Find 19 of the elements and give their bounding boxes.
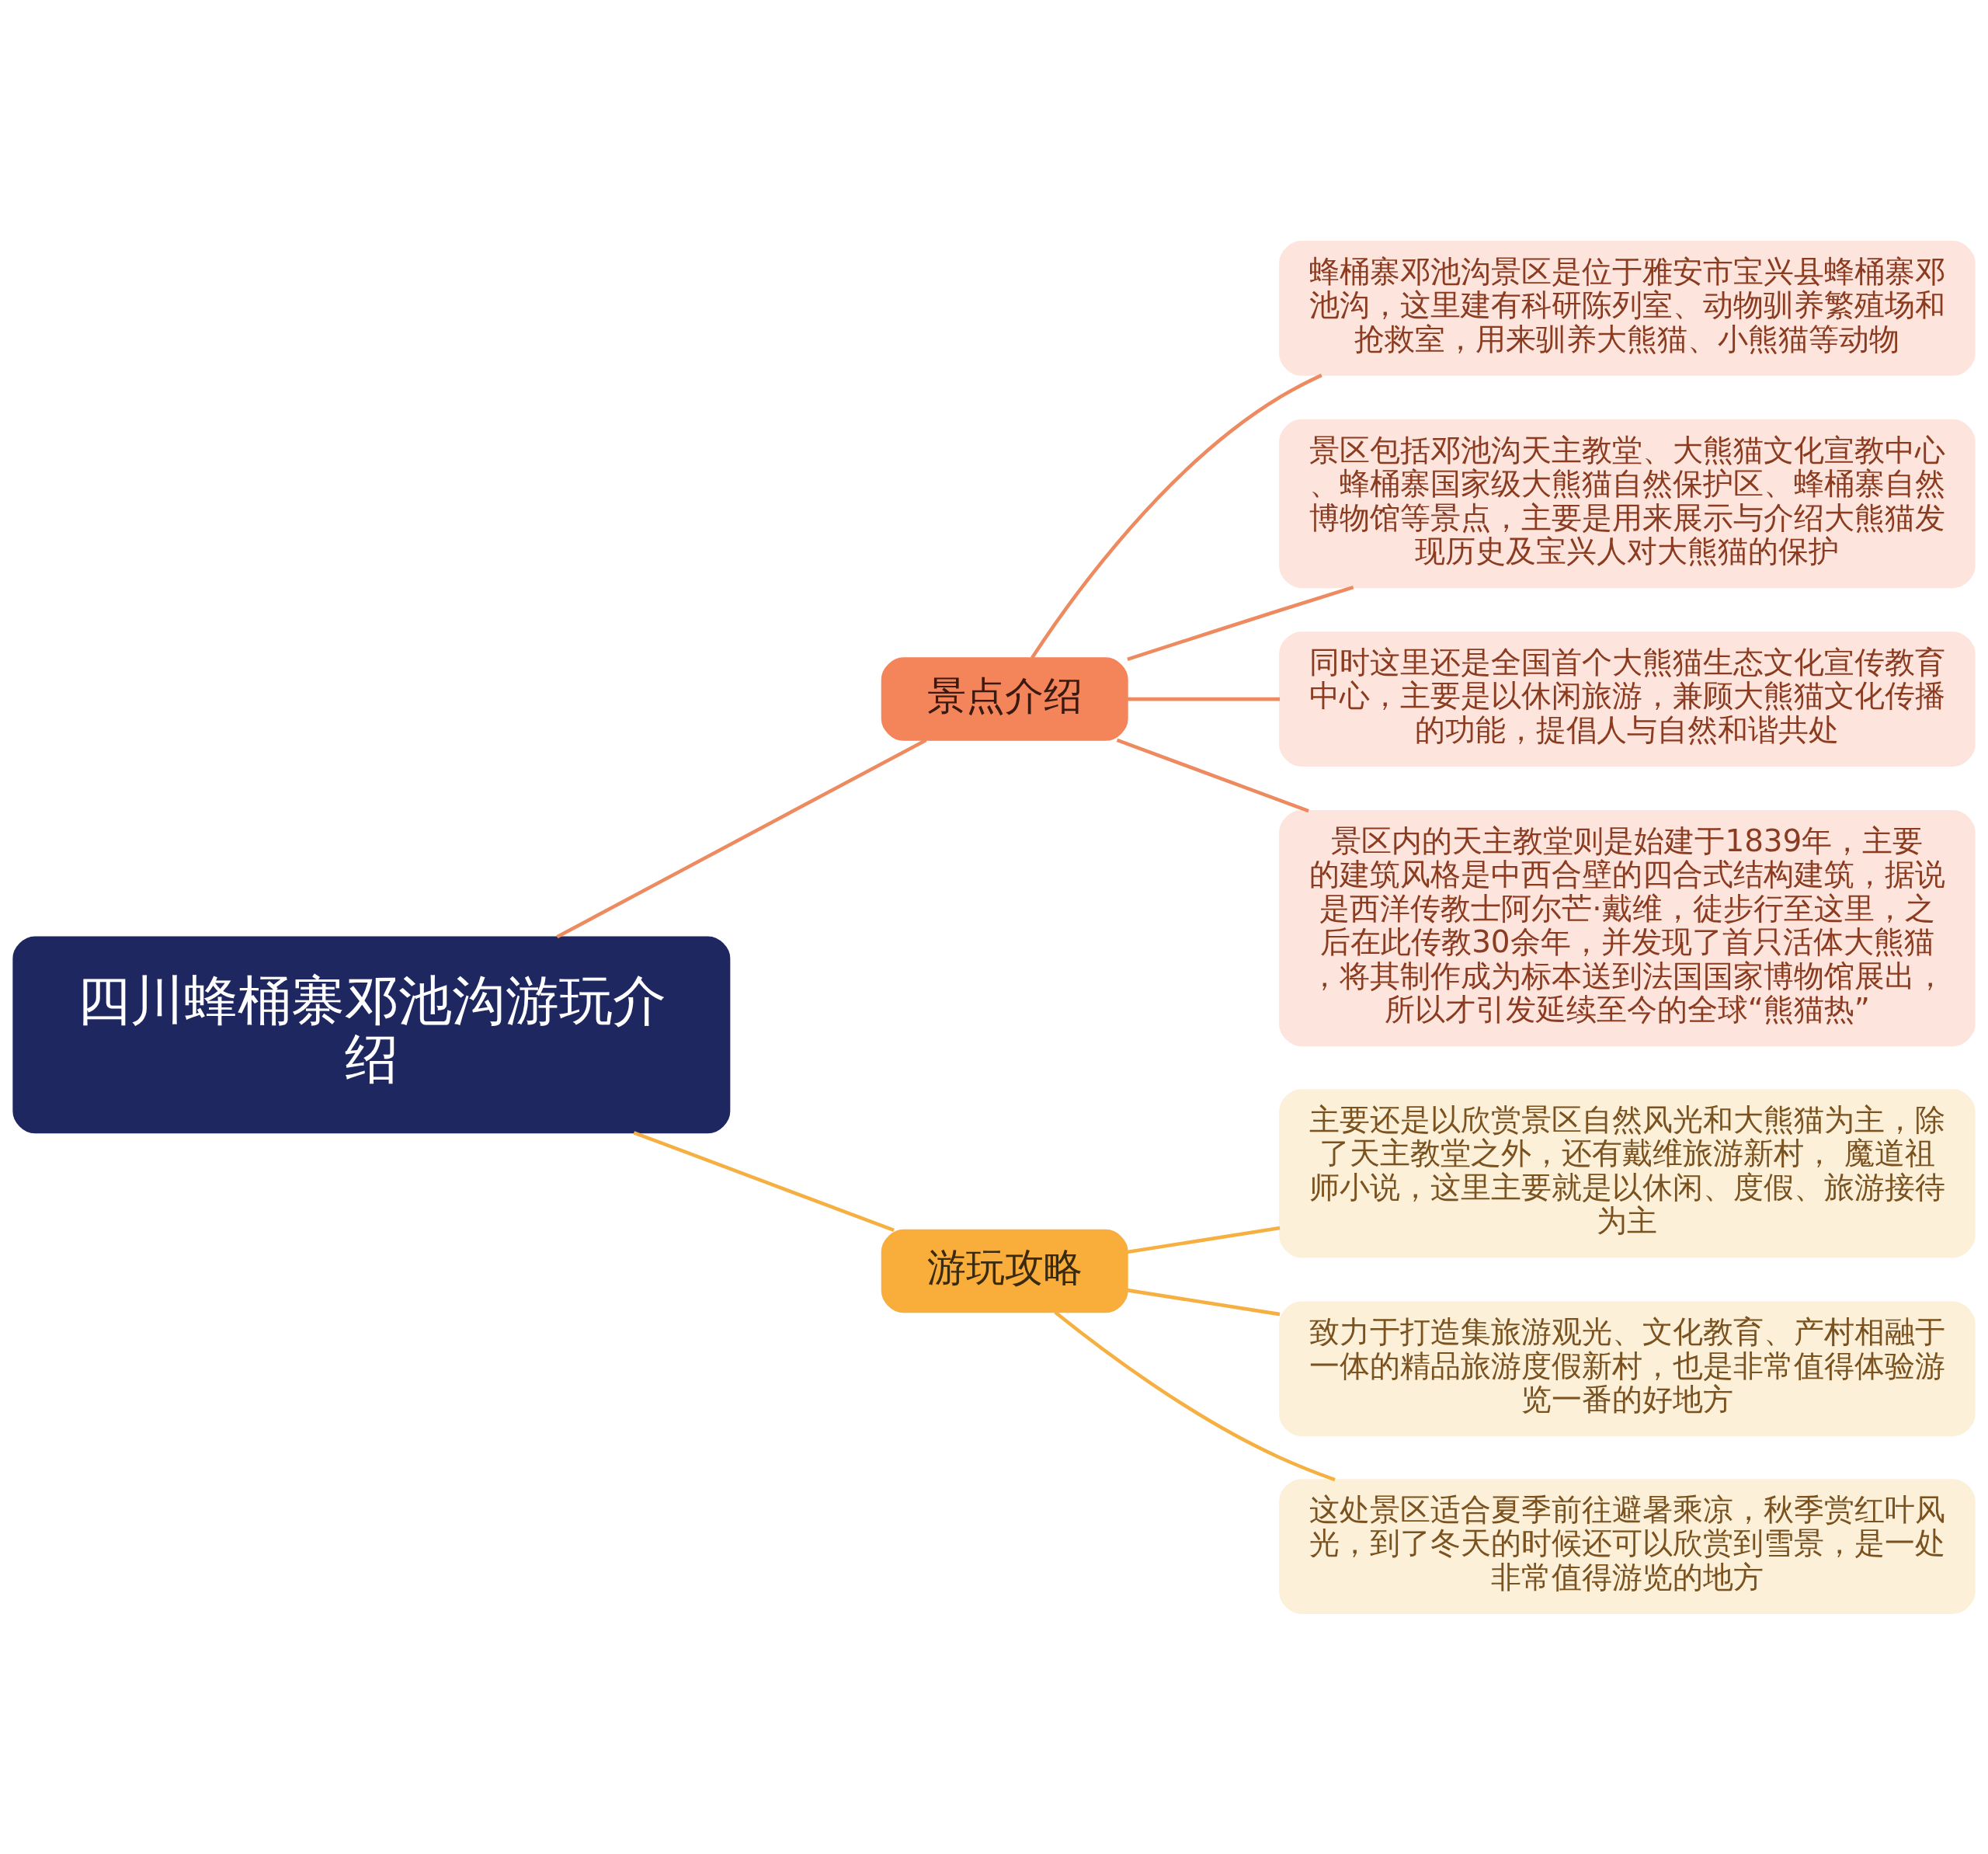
node-box: 景点介绍 — [881, 656, 1128, 741]
node-box: 致力于打造集旅游观光、文化教育、产村相融于一体的精品旅游度假新村，也是非常值得体验游览一番的好地方 — [1279, 1300, 1976, 1436]
connector — [1127, 1288, 1281, 1316]
node-box: 同时这里还是全国首个大熊猫生态文化宣传教育中心，主要是以休闲旅游，兼顾大熊猫文化传播的功能，提倡人与自然和谐共处 — [1279, 631, 1976, 767]
node-box: 景区内的天主教堂则是始建于1839年，主要的建筑风格是中西合壁的四合式结构建筑，据说是西洋传教士阿尔芒·戴维，徒步行至这里，之后在此传教30余年，并发现了首只活体大熊猫，将其制作成为标本送到法国国家博物馆展出，所以才引发延续至今的全球“熊猫热” — [1279, 809, 1976, 1046]
connector — [1127, 697, 1281, 701]
connector — [1030, 373, 1322, 659]
node-box: 这处景区适合夏季前往避暑乘凉，秋季赏红叶风光，到了冬天的时候还可以欣赏到雪景，是一处非常值得游览的地方 — [1279, 1478, 1976, 1614]
connector — [1127, 1226, 1281, 1254]
node-box: 主要还是以欣赏景区自然风光和大熊猫为主，除了天主教堂之外，还有戴维旅游新村， 魔道祖师小说，这里主要就是以休闲、度假、旅游接待为主 — [1279, 1088, 1976, 1257]
connector — [633, 1130, 895, 1232]
connector — [556, 738, 927, 938]
connector — [1127, 585, 1354, 661]
node-box: 四川蜂桶寨邓池沟游玩介绍 — [12, 935, 731, 1133]
connector — [1116, 738, 1309, 812]
connector — [1054, 1310, 1336, 1481]
node-box: 景区包括邓池沟天主教堂、大熊猫文化宣教中心、蜂桶寨国家级大熊猫自然保护区、蜂桶寨自然博物馆等景点，主要是用来展示与介绍大熊猫发现历史及宝兴人对大熊猫的保护 — [1279, 419, 1976, 588]
node-box: 蜂桶寨邓池沟景区是位于雅安市宝兴县蜂桶寨邓池沟，这里建有科研陈列室、动物驯养繁殖场和抢救室，用来驯养大熊猫、小熊猫等动物 — [1279, 240, 1976, 376]
node-box: 游玩攻略 — [881, 1229, 1128, 1313]
